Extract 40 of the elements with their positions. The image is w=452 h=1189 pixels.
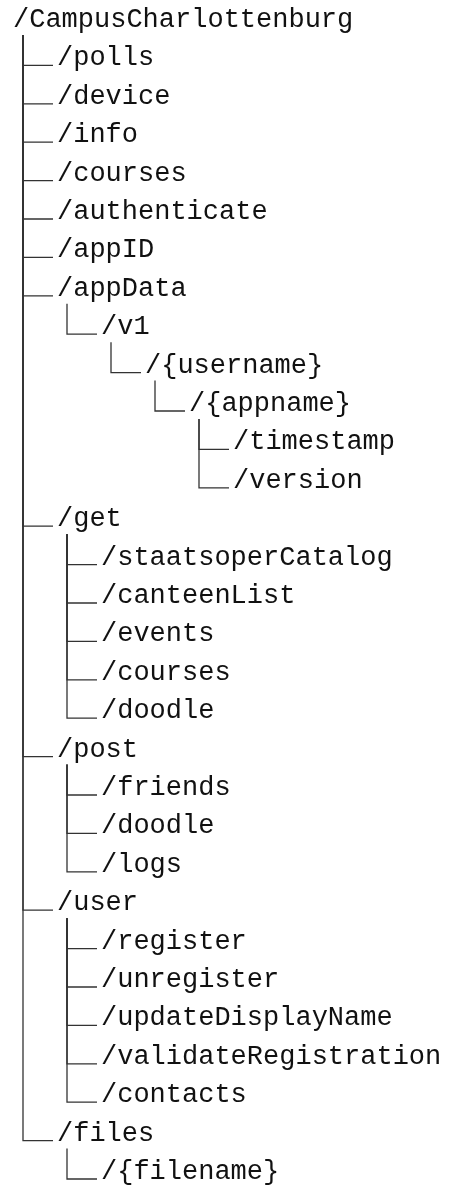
path-label: /appID xyxy=(57,235,155,266)
tree-connector xyxy=(66,917,98,1103)
path-label: /courses xyxy=(101,657,231,688)
path-label: /appData xyxy=(57,273,187,304)
path-label: /{username} xyxy=(145,350,324,381)
tree-connector xyxy=(110,341,142,374)
path-label: /friends xyxy=(101,773,231,803)
path-label: /doodle xyxy=(101,811,215,842)
path-label: /get xyxy=(57,504,122,535)
path-label: /authenticate xyxy=(57,197,268,227)
path-label: /validateRegistration xyxy=(101,1041,442,1072)
tree-connector xyxy=(66,303,98,335)
tree-connector xyxy=(198,418,230,489)
path-label: /user xyxy=(57,888,138,919)
path-label: /v1 xyxy=(101,312,150,343)
path-label: /unregister xyxy=(101,965,280,995)
tree-connector xyxy=(66,533,98,719)
path-label: /staatsoperCatalog xyxy=(101,542,393,573)
path-label: /info xyxy=(57,120,138,151)
path-label: /courses xyxy=(57,158,187,189)
path-label: /contacts xyxy=(101,1080,247,1111)
path-label: /doodle xyxy=(101,696,215,727)
path-label: /{filename} xyxy=(101,1157,280,1187)
path-label: /register xyxy=(101,926,247,957)
tree-connector xyxy=(22,34,54,1142)
path-label: /version xyxy=(233,465,363,496)
tree-connector xyxy=(66,1147,98,1180)
path-label: /files xyxy=(57,1118,155,1149)
root-path-label: /CampusCharlottenburg xyxy=(13,5,354,35)
path-label: /events xyxy=(101,619,215,650)
path-label: /polls xyxy=(57,43,155,74)
path-label: /canteenList xyxy=(101,581,296,611)
tree-connector xyxy=(154,379,186,412)
path-label: /updateDisplayName xyxy=(101,1003,393,1034)
tree-connector xyxy=(66,763,98,873)
path-label: /timestamp xyxy=(233,427,396,458)
path-label: /post xyxy=(57,734,138,765)
path-label: /device xyxy=(57,81,171,112)
path-label: /logs xyxy=(101,849,182,880)
path-label: /{appname} xyxy=(189,389,352,419)
